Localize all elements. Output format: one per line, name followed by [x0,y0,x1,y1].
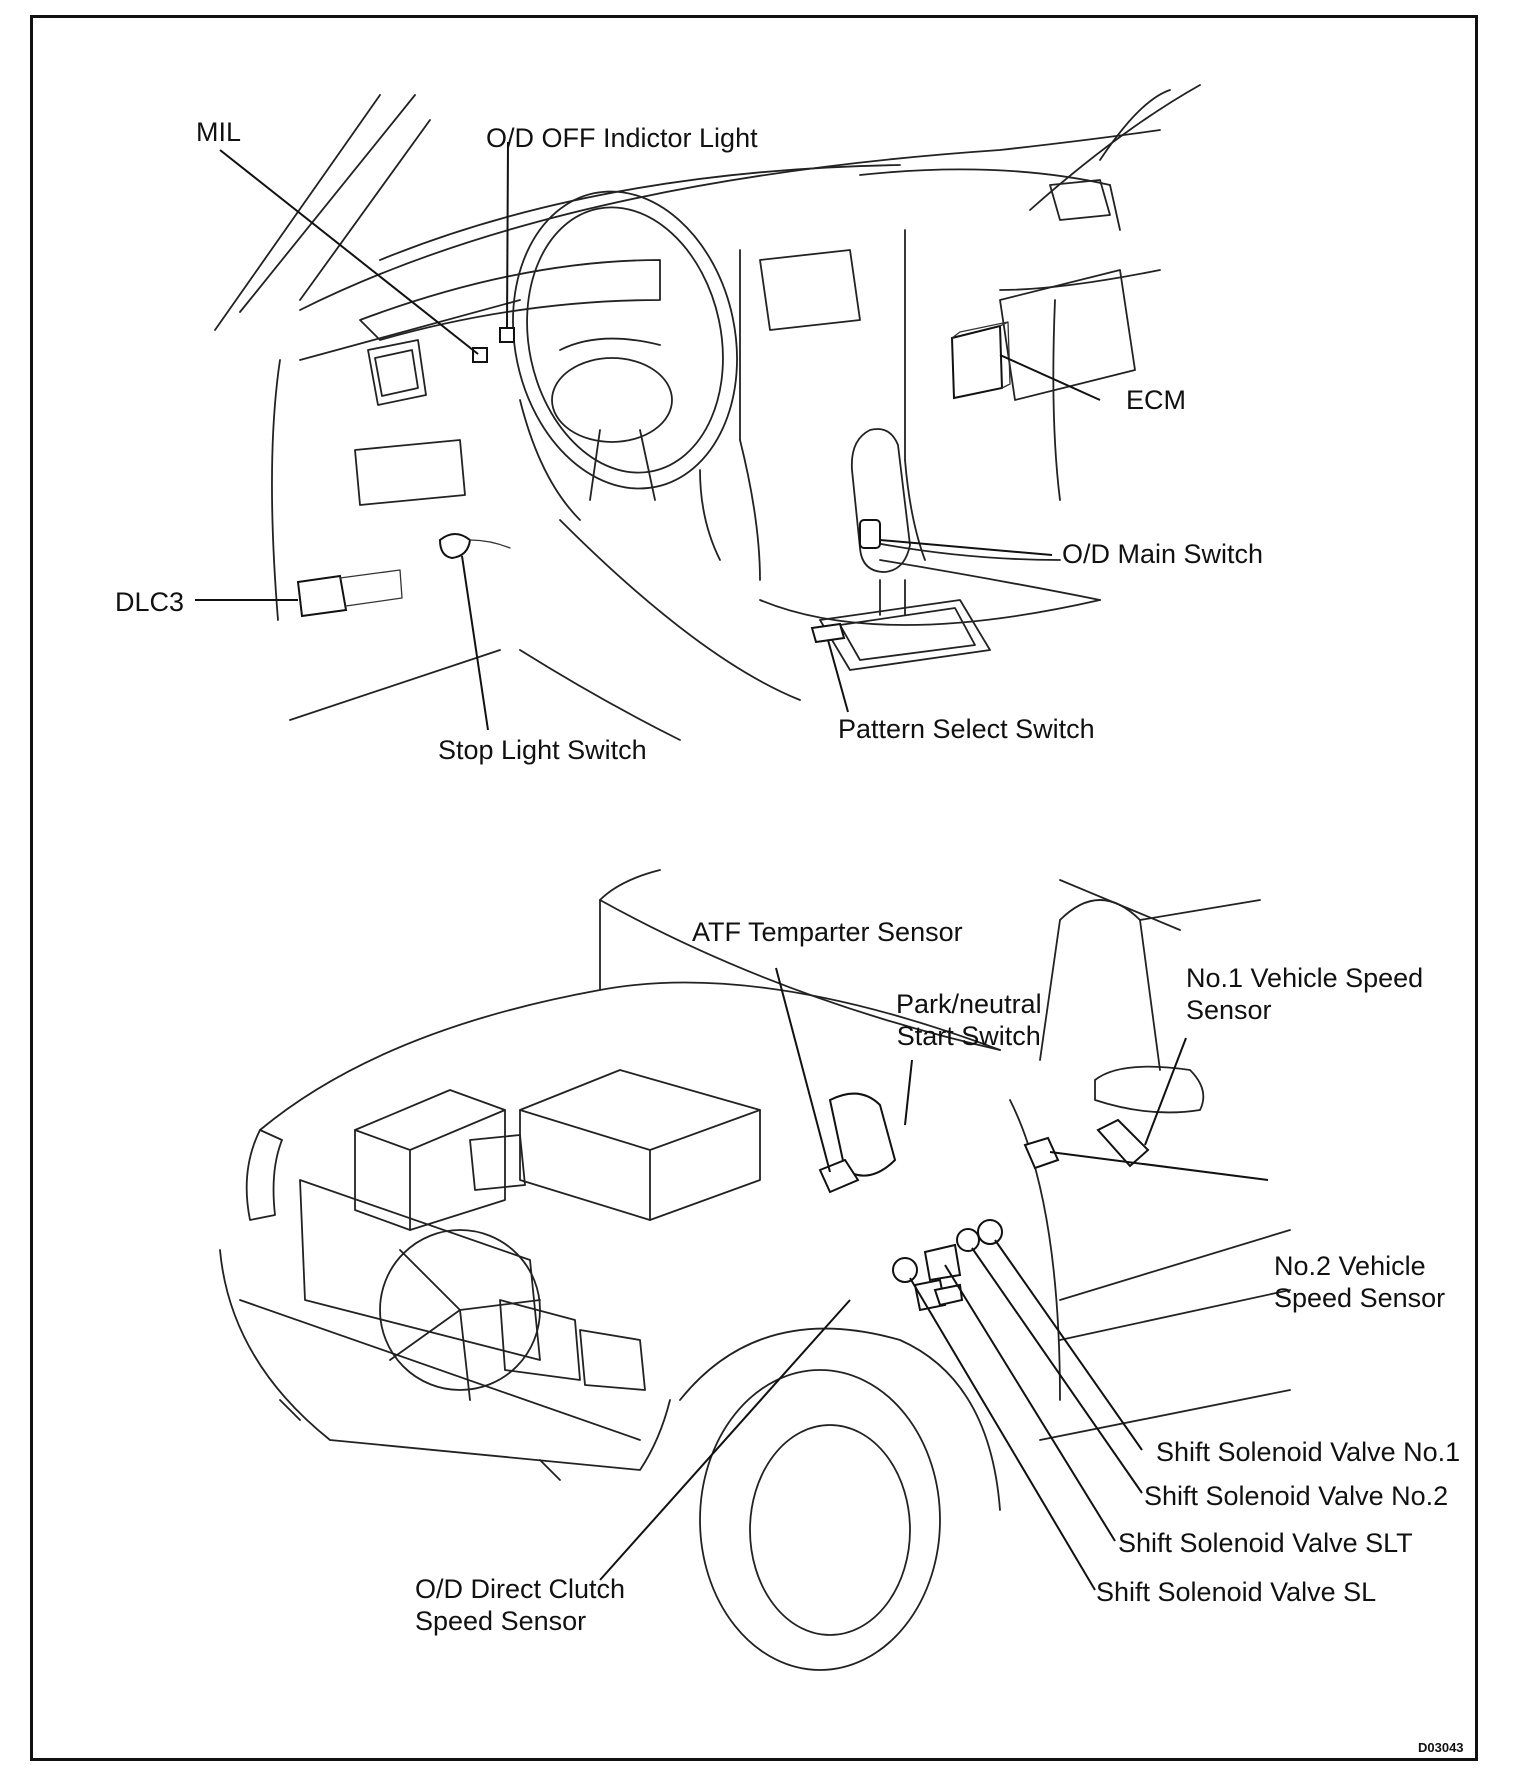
pattern-select-switch-shape [810,622,846,644]
ssv-no1-shape [977,1219,1003,1245]
label-shift-solenoid-valve-no1: Shift Solenoid Valve No.1 [1156,1437,1461,1467]
label-atf-temperature-sensor: ATF Temparter Sensor [692,917,963,947]
label-dlc3: DLC3 [115,587,185,617]
label-mil: MIL [196,117,242,147]
mil-shape [472,347,488,363]
dlc3-shape [296,574,348,618]
stop-light-switch-shape [438,533,472,560]
figure-code: D03043 [1418,1740,1464,1755]
engine-bay-illustration [219,869,1291,1671]
od-clutch-sensor-shape [913,1278,947,1312]
ssv-no2-shape [956,1228,980,1252]
label-park-neutral-start-switch: Park/neutral Start Switch [896,989,1042,1051]
no1-speed-sensor-shape [1096,1118,1150,1168]
label-shift-solenoid-valve-slt: Shift Solenoid Valve SLT [1118,1528,1413,1558]
label-no2-vehicle-speed-sensor: No.2 Vehicle Speed Sensor [1274,1251,1446,1313]
label-stop-light-switch: Stop Light Switch [438,735,647,765]
label-ecm: ECM [1126,385,1186,415]
diagram-frame [30,15,1478,1761]
dashboard-illustration [195,84,1201,741]
od-main-switch-shape [859,519,881,549]
ssv-sl-shape [892,1257,918,1283]
od-off-light-shape [499,327,515,343]
ecm-shape [950,324,1004,400]
label-od-off-indicator-light: O/D OFF Indictor Light [486,123,758,153]
label-pattern-select-switch: Pattern Select Switch [838,714,1095,744]
label-od-direct-clutch-speed-sensor: O/D Direct Clutch Speed Sensor [415,1574,626,1636]
ssv-slt-shape [923,1243,962,1282]
label-no1-vehicle-speed-sensor: No.1 Vehicle Speed Sensor [1186,963,1424,1025]
label-od-main-switch: O/D Main Switch [1062,539,1264,569]
no2-speed-sensor-shape [1023,1136,1060,1170]
label-shift-solenoid-valve-no2: Shift Solenoid Valve No.2 [1144,1481,1449,1511]
label-shift-solenoid-valve-sl: Shift Solenoid Valve SL [1096,1577,1377,1607]
